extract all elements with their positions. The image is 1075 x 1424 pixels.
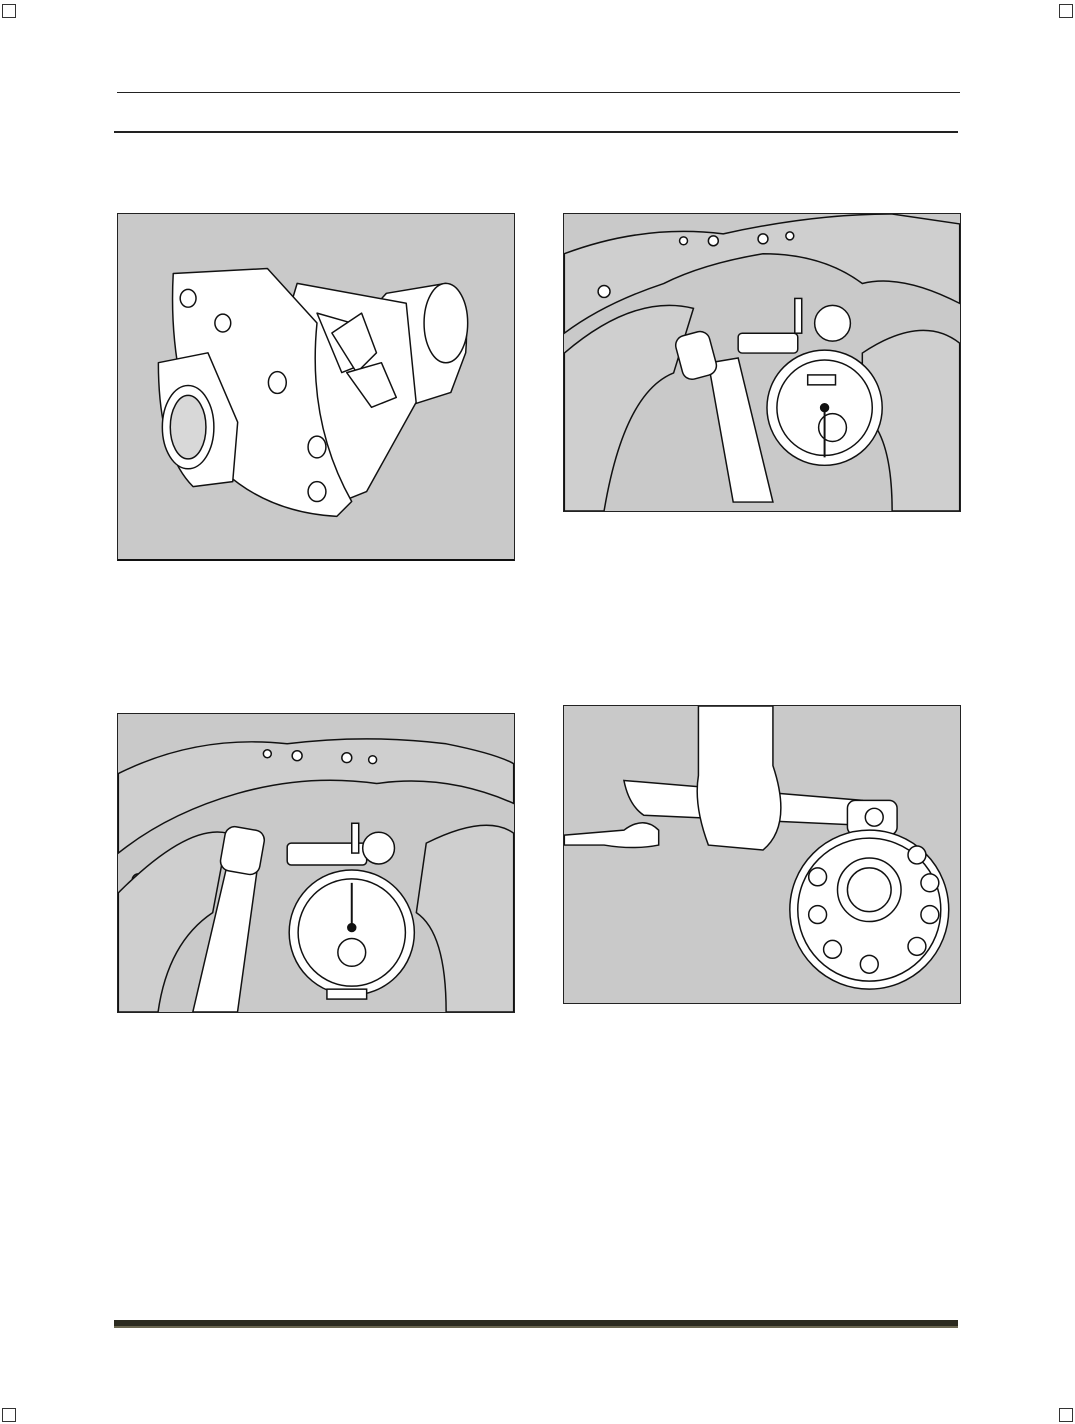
dial-gauge-illustration-1 [564, 214, 960, 511]
figure-dial-gauge-2 [117, 713, 515, 1013]
figure-dial-gauge-1 [563, 213, 961, 512]
figure-torque-wrench [563, 705, 961, 1004]
header-rule-bottom [114, 131, 958, 133]
torque-wrench-illustration [564, 706, 950, 990]
footer-rule [114, 1320, 958, 1328]
figure-differential-housing [117, 213, 515, 561]
crop-mark-bottom-right [1059, 1408, 1073, 1422]
crop-mark-top-right [1059, 4, 1073, 18]
dial-gauge-illustration-2 [118, 738, 514, 1012]
header-rule-top [117, 92, 960, 93]
differential-housing-illustration [157, 267, 469, 518]
crop-mark-bottom-left [2, 1408, 16, 1422]
crop-mark-top-left [2, 4, 16, 18]
